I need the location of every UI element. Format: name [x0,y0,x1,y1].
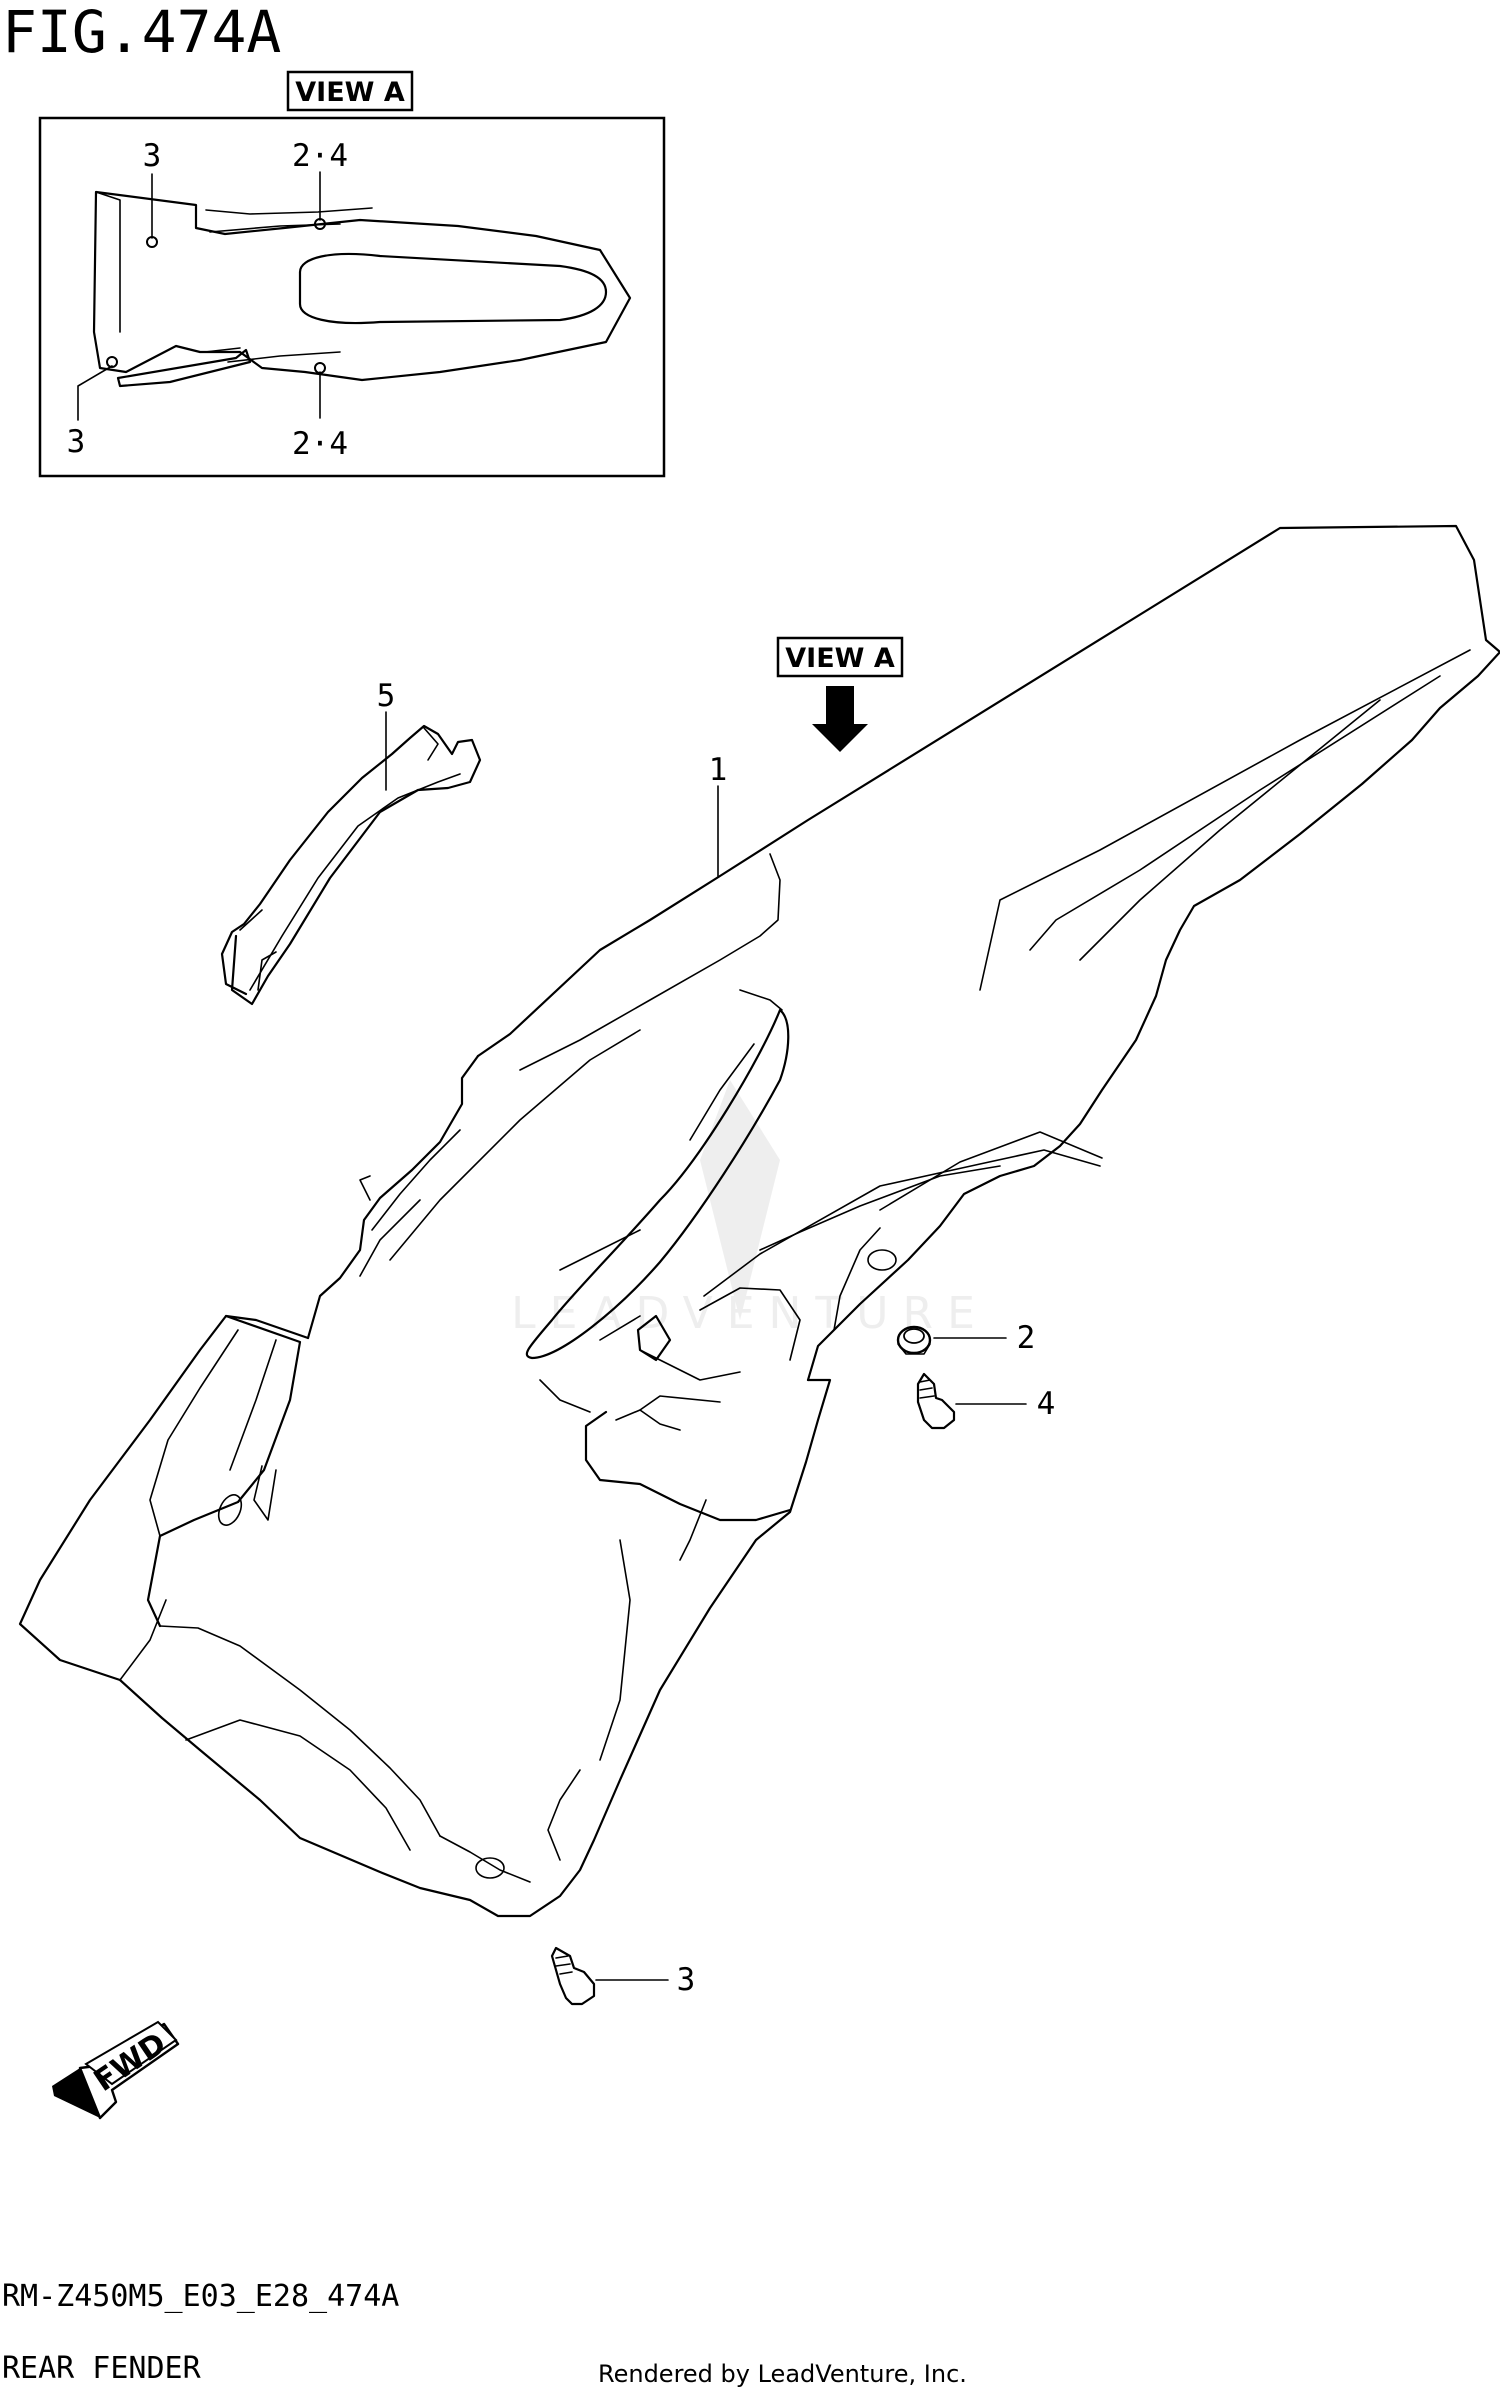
inset-callout-24-top: 2·4 [292,138,348,174]
inset-callout-24-bottom: 2·4 [292,426,348,462]
part-4-bolt [916,1372,956,1430]
inset-callout-3-bottom: 3 [67,424,86,460]
rendered-by: Rendered by LeadVenture, Inc. [598,2360,967,2388]
callout-4: 4 [1037,1386,1056,1422]
fwd-label: FWD [88,2026,173,2099]
part-3-bolt [550,1946,596,2006]
inset-view-label-box [286,70,414,112]
leadventure-watermark: LEADVENTURE [511,1080,975,1339]
model-code: RM-Z450M5_E03_E28_474A [2,2279,399,2314]
view-a-marker: VIEW A [776,636,904,752]
callout-5: 5 [377,678,396,714]
callout-1: 1 [709,752,728,788]
figure-title: FIG.474A [2,0,281,66]
part-5-bracket [220,724,482,1006]
part-1-rear-fender [18,524,1500,1918]
inset-view-a: VIEW A 3 2·4 3 2·4 [38,70,666,478]
view-direction-arrow [812,686,868,752]
callout-3: 3 [677,1962,696,1998]
part-2-nut [896,1325,932,1355]
callout-2: 2 [1017,1320,1036,1356]
inset-frame [38,116,666,478]
inset-callout-3-top: 3 [143,138,162,174]
inset-fender-bottom-view [92,190,632,388]
section-name: REAR FENDER [2,2351,202,2386]
inset-view-label: VIEW A [295,77,405,108]
fwd-direction-arrow: FWD [52,2020,180,2120]
view-label-box [776,636,904,678]
view-label: VIEW A [785,643,895,674]
